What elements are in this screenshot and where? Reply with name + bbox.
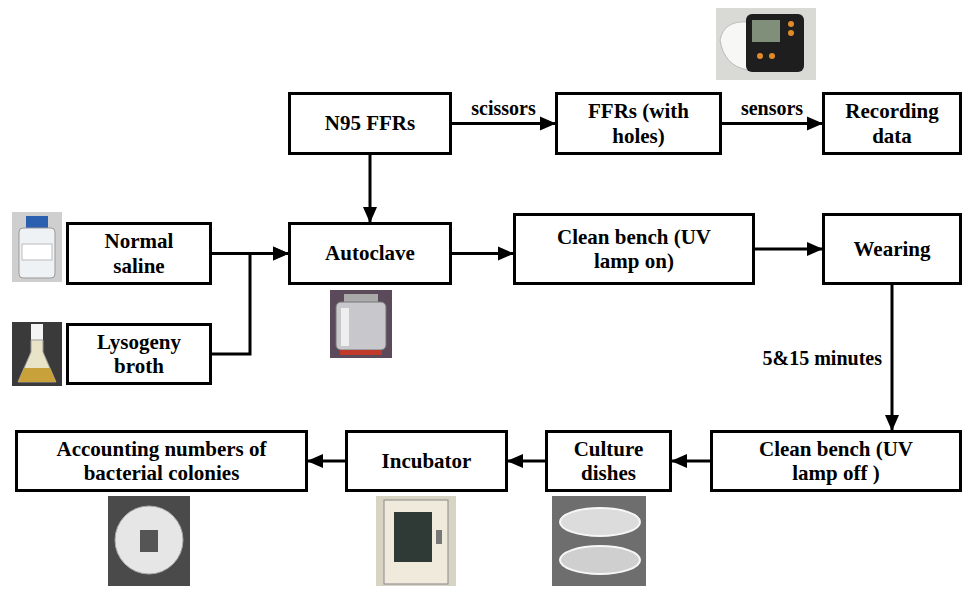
- flask-plug: [31, 324, 43, 340]
- process-box: Autoclave: [288, 222, 452, 285]
- sensor-body: [746, 14, 804, 72]
- edge-label: scissors: [469, 97, 537, 119]
- box-label: Autoclave: [325, 241, 415, 265]
- broth-liquid: [18, 368, 56, 382]
- photo-ground: [376, 496, 456, 586]
- autoclave-body: [336, 302, 386, 350]
- process-box: Culture dishes: [545, 430, 672, 492]
- flow-arrow: [452, 252, 513, 255]
- flask-glass: [18, 340, 56, 382]
- photo-ground: [716, 8, 816, 80]
- edge-label: sensors: [739, 97, 805, 119]
- sensor-button: [769, 53, 775, 59]
- flow-arrow: [452, 122, 555, 125]
- bottle-tag: [22, 244, 52, 260]
- flow-arrow: [722, 122, 822, 125]
- dish-base: [560, 546, 640, 574]
- incubator-window: [394, 512, 432, 562]
- process-box: Lysogeny broth: [66, 323, 212, 385]
- box-label: Lysogeny broth: [89, 330, 189, 378]
- autoclave-lid-knob: [344, 294, 378, 302]
- edge-label: 5&15 minutes: [761, 347, 884, 369]
- box-label: FFRs (with holes): [584, 99, 694, 147]
- autoclave-base: [340, 350, 382, 355]
- box-label: Clean bench (UV lamp on): [554, 225, 714, 273]
- box-label: Wearing: [854, 237, 931, 261]
- bottle-body: [19, 228, 55, 278]
- process-box: Normal saline: [66, 222, 212, 285]
- box-label: Clean bench (UV lamp off ): [751, 437, 921, 485]
- sensor-button: [757, 53, 763, 59]
- photo-ground: [330, 290, 392, 358]
- mask-sample: [140, 530, 158, 552]
- process-box: Recording data: [822, 92, 962, 155]
- colony-dish-photo: [108, 496, 190, 586]
- flow-arrow: [508, 460, 545, 463]
- flask-photo: [12, 322, 62, 386]
- photo-ground: [12, 322, 62, 386]
- mask-shape: [720, 22, 748, 70]
- incubator-handle: [436, 530, 442, 544]
- box-label: N95 FFRs: [325, 111, 415, 135]
- photo-ground: [108, 496, 190, 586]
- box-label: Incubator: [382, 449, 472, 473]
- process-box: FFRs (with holes): [555, 92, 722, 155]
- autoclave-shine: [341, 308, 349, 346]
- flow-arrow: [755, 248, 822, 251]
- flow-arrow: [369, 155, 372, 222]
- incubator-cabinet: [384, 500, 448, 584]
- autoclave-photo: [330, 290, 392, 358]
- sensor-button: [788, 30, 794, 36]
- bottle-cap: [26, 216, 48, 228]
- flow-arrow: [212, 254, 288, 355]
- box-label: Culture dishes: [559, 437, 659, 485]
- incubator-photo: [376, 496, 456, 586]
- box-label: Normal saline: [89, 229, 189, 277]
- flow-arrow: [891, 285, 894, 430]
- flow-arrow: [308, 460, 345, 463]
- process-box: Clean bench (UV lamp on): [513, 213, 755, 285]
- process-box: Incubator: [345, 430, 508, 492]
- photo-ground: [12, 212, 62, 282]
- flow-arrow: [672, 460, 710, 463]
- bottle-photo: [12, 212, 62, 282]
- dish-agar: [115, 506, 183, 574]
- process-box: N95 FFRs: [288, 92, 452, 155]
- connector-layer: [212, 124, 892, 462]
- sensor-screen: [752, 20, 780, 42]
- process-box: Clean bench (UV lamp off ): [710, 430, 962, 492]
- process-box: Accounting numbers of bacterial colonies: [15, 430, 308, 492]
- dish-lid: [560, 508, 640, 536]
- box-label: Accounting numbers of bacterial colonies: [27, 437, 297, 485]
- box-label: Recording data: [832, 99, 952, 147]
- sensor-button: [788, 21, 794, 27]
- process-box: Wearing: [822, 213, 962, 285]
- sensor-photo: [716, 8, 816, 80]
- culture-dishes-photo: [552, 496, 646, 586]
- photo-ground: [552, 496, 646, 586]
